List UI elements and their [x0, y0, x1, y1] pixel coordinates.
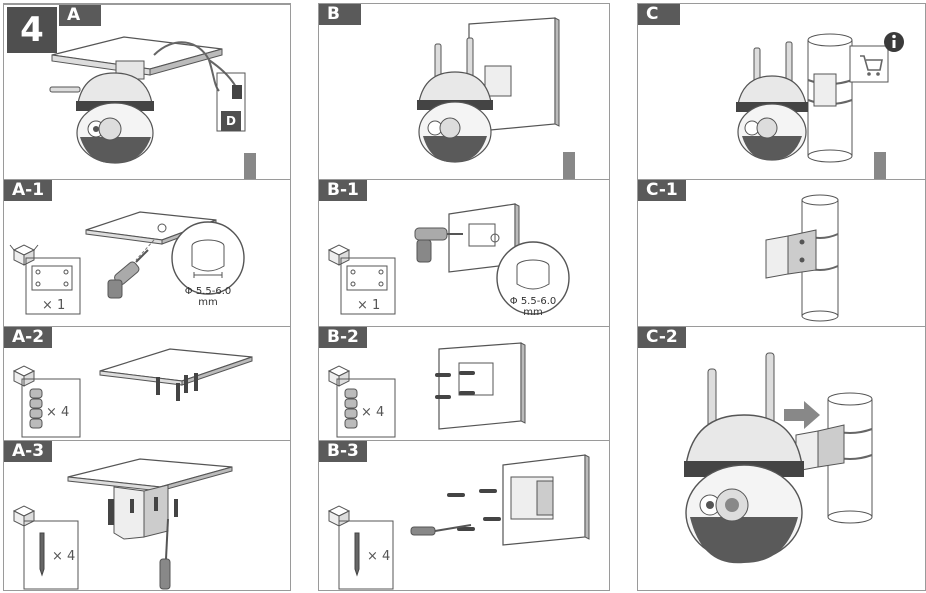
hole-size-value: Φ 5.5-6.0 — [509, 296, 557, 307]
section-a-3: A-3 — [4, 440, 290, 593]
mount-bracket-wall-illustration — [327, 454, 590, 590]
kit-quantity: × 1 — [42, 298, 66, 313]
box-icon — [327, 244, 351, 266]
screwdriver-icon — [159, 518, 171, 590]
section-a-label: A — [59, 5, 101, 26]
section-b: B — [319, 4, 609, 179]
arrow-down-icon — [244, 153, 256, 180]
wall-camera-illustration — [417, 17, 575, 179]
section-a-1: A-1 — [4, 179, 290, 327]
section-a-2: A-2 × 4 — [4, 326, 290, 441]
pole-bracket-illustration — [765, 194, 839, 322]
section-c-2-label: C-2 — [638, 327, 686, 348]
box-icon — [327, 365, 351, 387]
section-b-3-label: B-3 — [319, 441, 367, 462]
section-c-1-label: C-1 — [638, 180, 686, 201]
section-c-1: C-1 — [638, 179, 925, 327]
ceiling-camera-illustration — [49, 36, 256, 180]
section-a-3-label: A-3 — [4, 441, 53, 462]
column-b: B B-1 — [318, 3, 610, 591]
mount-bracket-ceiling-illustration — [12, 458, 233, 590]
hole-size-label: Φ 5.5-6.0 mm — [180, 286, 236, 308]
arrow-right-icon — [784, 401, 820, 429]
screwdriver-icon — [410, 524, 472, 536]
hole-size-value: Φ 5.5-6.0 — [184, 286, 232, 297]
section-b-2-label: B-2 — [319, 327, 367, 348]
hole-size-unit: mm — [198, 297, 218, 308]
kit-quantity: × 1 — [357, 298, 381, 313]
box-icon — [327, 505, 351, 527]
section-a-2-label: A-2 — [4, 327, 53, 348]
attach-camera-pole-illustration — [684, 352, 873, 564]
drill-icon — [107, 249, 149, 299]
anchors-ceiling-illustration — [12, 348, 253, 438]
hole-size-unit: mm — [523, 307, 543, 318]
kit-quantity: × 4 — [367, 549, 391, 564]
box-icon — [9, 244, 39, 266]
pole-camera-illustration — [736, 32, 904, 179]
hole-size-label: Φ 5.5-6.0 mm — [505, 296, 561, 318]
box-icon — [12, 505, 36, 527]
section-c-2: C-2 — [638, 326, 925, 593]
section-a-1-label: A-1 — [4, 180, 53, 201]
arrow-down-icon — [874, 152, 886, 179]
anchors-wall-illustration — [327, 342, 526, 438]
kit-quantity: × 4 — [46, 405, 70, 420]
column-a: 4 A D — [3, 3, 291, 591]
section-b-2: B-2 × 4 — [319, 326, 609, 441]
section-b-1: B-1 — [319, 179, 609, 327]
section-c-label: C — [638, 4, 680, 25]
cart-icon — [860, 55, 883, 76]
box-icon — [12, 365, 36, 387]
drill-wall-illustration — [327, 203, 570, 315]
kit-quantity: × 4 — [361, 405, 385, 420]
drill-icon — [414, 227, 463, 263]
arrow-down-icon — [563, 152, 575, 179]
step-number: 4 — [7, 7, 57, 53]
drill-ceiling-illustration — [9, 211, 245, 315]
kit-quantity: × 4 — [52, 549, 76, 564]
info-icon — [884, 32, 904, 52]
section-b-1-label: B-1 — [319, 180, 367, 201]
section-b-3: B-3 × 4 — [319, 440, 609, 593]
cable-connector-label: D — [221, 111, 241, 131]
section-c: C — [638, 4, 925, 179]
column-c: C — [637, 3, 926, 591]
section-b-label: B — [319, 4, 361, 25]
section-a: A D — [4, 4, 290, 180]
